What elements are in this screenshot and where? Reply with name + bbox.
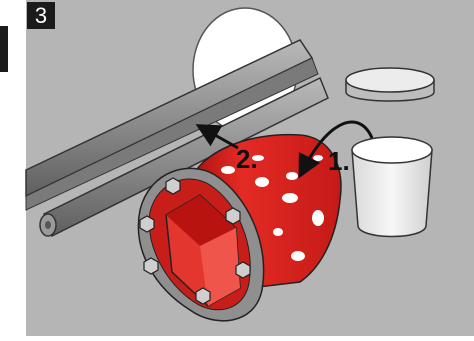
step-number-badge: 3 [27, 2, 55, 29]
bolt-icon [236, 262, 250, 278]
container-lid [346, 68, 434, 101]
bolt-icon [144, 258, 158, 274]
container-rim [352, 137, 432, 163]
step-2-label: 2. [236, 144, 258, 174]
lubricant-dab [273, 228, 283, 236]
lubricant-dab [313, 155, 323, 161]
bolt-icon [196, 288, 210, 304]
step-1-label: 1. [328, 146, 350, 176]
bolt-icon [166, 178, 180, 194]
bolt-icon [226, 208, 240, 224]
lubricant-dab [286, 172, 298, 180]
lubricant-dab [312, 210, 324, 226]
lubricant-container [352, 137, 432, 237]
lubricant-dab [282, 193, 298, 203]
bolt-icon [140, 216, 154, 232]
lid-top [346, 68, 434, 92]
left-edge-marker [0, 26, 8, 72]
lubricant-dab [221, 166, 235, 174]
lubricant-dab [255, 177, 269, 187]
pipe-end-hole [45, 221, 51, 229]
lubricant-dab [291, 251, 305, 261]
